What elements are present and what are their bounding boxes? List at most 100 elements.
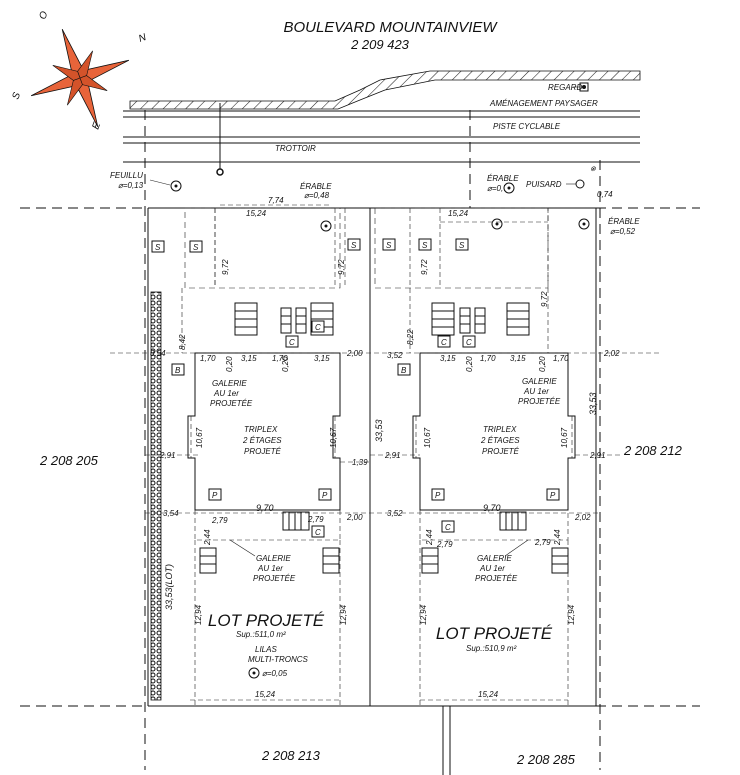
tree-erable-3-icon [578, 218, 590, 230]
left-parking-stalls [184, 207, 341, 289]
svg-text:1,39: 1,39 [352, 458, 368, 467]
right-front-galerie-1: GALERIE [522, 377, 557, 386]
svg-text:7,74: 7,74 [268, 196, 284, 205]
tree-erable-3-diameter: ⌀=0,52 [610, 227, 636, 236]
svg-text:15,24: 15,24 [246, 209, 267, 218]
tree-erable-1-icon [320, 220, 332, 232]
svg-text:8,42: 8,42 [178, 334, 187, 350]
left-rear-galerie-1: GALERIE [256, 554, 291, 563]
tree-erable-3-label: ÉRABLE [608, 217, 640, 226]
svg-text:10,67: 10,67 [329, 427, 338, 448]
svg-text:2,91: 2,91 [589, 451, 606, 460]
svg-text:C: C [315, 323, 321, 332]
tree-feuillu-icon [170, 180, 182, 192]
tree-erable-1-diameter: ⌀=0,48 [304, 191, 330, 200]
svg-text:12,94: 12,94 [339, 604, 348, 625]
svg-text:0,20: 0,20 [225, 356, 234, 372]
street-name: BOULEVARD MOUNTAINVIEW [283, 19, 498, 36]
tree-lilas-diameter: ⌀=0,05 [262, 669, 288, 678]
svg-text:S: S [459, 241, 465, 250]
svg-text:12,94: 12,94 [567, 604, 576, 625]
svg-text:9,72: 9,72 [540, 291, 549, 307]
svg-text:0,20: 0,20 [281, 356, 290, 372]
tree-erable-2-diameter: ⌀=0,73 [487, 184, 513, 193]
right-rear-galerie-1: GALERIE [477, 554, 512, 563]
svg-text:2,79: 2,79 [436, 540, 453, 549]
regard-label: REGARD [548, 83, 582, 92]
svg-text:2,91: 2,91 [384, 451, 401, 460]
street-lot-number: 2 209 423 [350, 37, 410, 52]
svg-text:P: P [212, 491, 218, 500]
svg-text:1,70: 1,70 [200, 354, 216, 363]
right-rear-galerie-3: PROJETÉE [475, 574, 518, 583]
svg-text:9,70: 9,70 [256, 503, 274, 513]
svg-text:33,53: 33,53 [588, 392, 598, 415]
svg-text:15,24: 15,24 [255, 690, 276, 699]
left-building-type-3: PROJETÉ [244, 447, 282, 456]
compass-n-label: N [137, 32, 148, 45]
tree-erable-2-icon [491, 218, 503, 230]
svg-text:10,67: 10,67 [195, 427, 204, 448]
svg-text:0,20: 0,20 [538, 356, 547, 372]
svg-text:3,15: 3,15 [314, 354, 330, 363]
right-building-outline [412, 352, 576, 511]
left-front-galerie-3: PROJETÉE [210, 399, 253, 408]
svg-text:15,24: 15,24 [448, 209, 469, 218]
svg-text:2,79: 2,79 [307, 515, 324, 524]
svg-text:1,70: 1,70 [480, 354, 496, 363]
svg-text:3,52: 3,52 [387, 509, 403, 518]
left-front-galerie-1: GALERIE [212, 379, 247, 388]
svg-text:3,54: 3,54 [150, 349, 166, 358]
svg-text:9,72: 9,72 [337, 259, 346, 275]
compass-rose-icon [30, 28, 130, 128]
svg-text:C: C [315, 528, 321, 537]
right-building-type-3: PROJETÉ [482, 447, 520, 456]
tree-feuillu-label: FEUILLU [110, 171, 143, 180]
tree-lilas-icon [248, 667, 260, 679]
svg-text:B: B [175, 366, 181, 375]
puisard-icon [575, 179, 585, 189]
dimension-labels: 7,74 15,24 15,24 0,74 9,72 9,72 9,72 9,7… [150, 190, 620, 699]
svg-text:2,44: 2,44 [553, 529, 562, 546]
svg-text:S: S [422, 241, 428, 250]
right-rear-galerie-2: AU 1er [479, 564, 505, 573]
left-rear-galerie-2: AU 1er [257, 564, 283, 573]
left-front-galerie-2: AU 1er [213, 389, 239, 398]
svg-text:P: P [322, 491, 328, 500]
right-front-galerie-2: AU 1er [523, 387, 549, 396]
svg-text:2,00: 2,00 [346, 513, 363, 522]
svg-text:2,44: 2,44 [425, 529, 434, 546]
right-front-galerie-3: PROJETÉE [518, 397, 561, 406]
left-building-type-1: TRIPLEX [244, 425, 278, 434]
svg-text:12,94: 12,94 [194, 604, 203, 625]
svg-text:P: P [435, 491, 441, 500]
svg-text:2,00: 2,00 [346, 349, 363, 358]
svg-text:S: S [193, 243, 199, 252]
neighbor-south-right-lot: 2 208 285 [516, 752, 576, 767]
tree-lilas-label-2: MULTI-TRONCS [248, 655, 309, 664]
left-front-stairs [199, 302, 340, 574]
svg-text:9,72: 9,72 [221, 259, 230, 275]
svg-text:3,15: 3,15 [440, 354, 456, 363]
left-building-type-2: 2 ÉTAGES [242, 436, 282, 445]
tree-erable-1-label: ÉRABLE [300, 182, 332, 191]
right-front-stairs [421, 302, 569, 574]
svg-text:2,79: 2,79 [534, 538, 551, 547]
right-building-type-2: 2 ÉTAGES [480, 436, 520, 445]
svg-text:P: P [550, 491, 556, 500]
svg-text:0,20: 0,20 [465, 356, 474, 372]
svg-text:2,02: 2,02 [574, 513, 591, 522]
tree-lilas-label-1: LILAS [255, 645, 277, 654]
svg-text:0,74: 0,74 [597, 190, 613, 199]
svg-text:8,22: 8,22 [406, 329, 415, 345]
svg-text:2,79: 2,79 [211, 516, 228, 525]
compass-o-label: O [37, 10, 50, 21]
svg-text:1,70: 1,70 [272, 354, 288, 363]
svg-text:9,70: 9,70 [483, 503, 501, 513]
landscaping-label: AMÉNAGEMENT PAYSAGER [489, 99, 598, 108]
svg-text:9,72: 9,72 [420, 259, 429, 275]
landscaping-strip [129, 70, 641, 110]
svg-text:15,24: 15,24 [478, 690, 499, 699]
svg-text:C: C [445, 523, 451, 532]
